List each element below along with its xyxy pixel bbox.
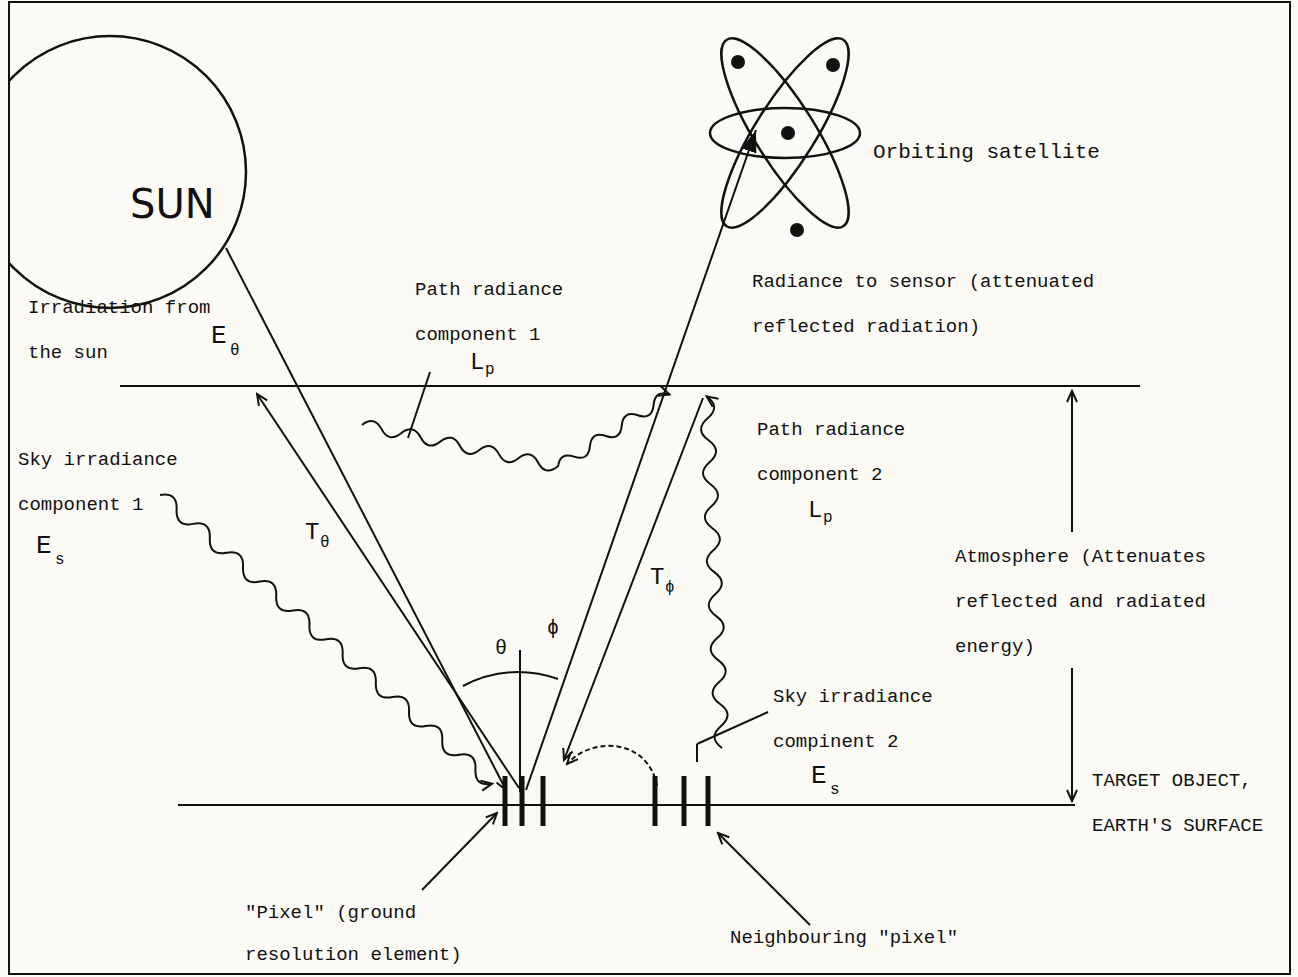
path-radiance-wave — [361, 419, 559, 472]
sun-label: SUN — [130, 182, 215, 226]
sky-irradiance-wave — [155, 490, 496, 789]
subscript: θ — [320, 535, 330, 553]
irradiation-label: Irradiation from the sun — [28, 286, 223, 376]
sky-irradiance-label: Sky irradiance compinent 2 — [773, 675, 948, 765]
symbol: L — [470, 350, 484, 376]
transmittance-ray — [257, 394, 519, 788]
angle-arc — [518, 672, 558, 679]
atmosphere-extent-arrow — [1071, 391, 1073, 532]
angle-label: θ — [495, 638, 507, 660]
subscript: ϕ — [665, 580, 675, 598]
symbol: L — [808, 498, 822, 524]
atmosphere-extent-arrow — [1071, 668, 1073, 801]
atmosphere-label: Atmosphere (Attenuates reflected and rad… — [955, 535, 1230, 670]
leader-line — [408, 372, 430, 438]
neighbour-pixel-label: Neighbouring "pixel" — [730, 928, 958, 949]
transmittance-ray — [564, 398, 703, 760]
path-radiance-label: Path radiance component 2 — [757, 408, 922, 498]
leader-arrow — [422, 813, 497, 890]
symbol: T — [650, 565, 664, 591]
path-radiance-wave — [700, 396, 729, 748]
leader-arrow — [718, 833, 810, 925]
sky-irradiance-wave — [567, 746, 657, 786]
angle-arc — [463, 672, 518, 686]
symbol: E — [811, 762, 827, 791]
subscript: p — [823, 510, 833, 528]
ground-line — [178, 804, 1075, 806]
atmosphere-top-line — [120, 385, 1140, 387]
neighbour-pixel-ticks — [655, 776, 708, 826]
subscript: p — [485, 362, 495, 380]
sky-irradiance-label: Sky irradiance component 1 — [18, 438, 193, 528]
leader-line — [696, 744, 698, 762]
sensor-radiance-label: Radiance to sensor (attenuated reflected… — [752, 260, 1117, 350]
path-radiance-wave — [555, 390, 673, 473]
angle-label: ϕ — [547, 618, 559, 640]
path-radiance-label: Path radiance component 1 — [415, 268, 580, 358]
pixel-ticks — [505, 776, 543, 826]
pixel-label: "Pixel" (ground resolution element) — [245, 892, 480, 976]
symbol: E — [36, 532, 52, 561]
node-shape — [705, 28, 865, 238]
reflected-ray — [526, 130, 756, 790]
sun-circle: SUN — [0, 34, 248, 310]
symbol: E — [211, 322, 227, 351]
symbol: T — [305, 520, 319, 546]
surface-label: TARGET OBJECT, EARTH'S SURFACE — [1092, 759, 1277, 849]
node-shape — [0, 34, 248, 310]
satellite-label: Orbiting satellite — [873, 141, 1100, 164]
subscript: θ — [230, 343, 240, 361]
satellite-icon: Orbiting satellite — [705, 28, 865, 238]
leader-line — [697, 712, 768, 744]
frame — [9, 2, 1290, 974]
subscript: s — [55, 552, 65, 570]
subscript: s — [830, 782, 840, 800]
